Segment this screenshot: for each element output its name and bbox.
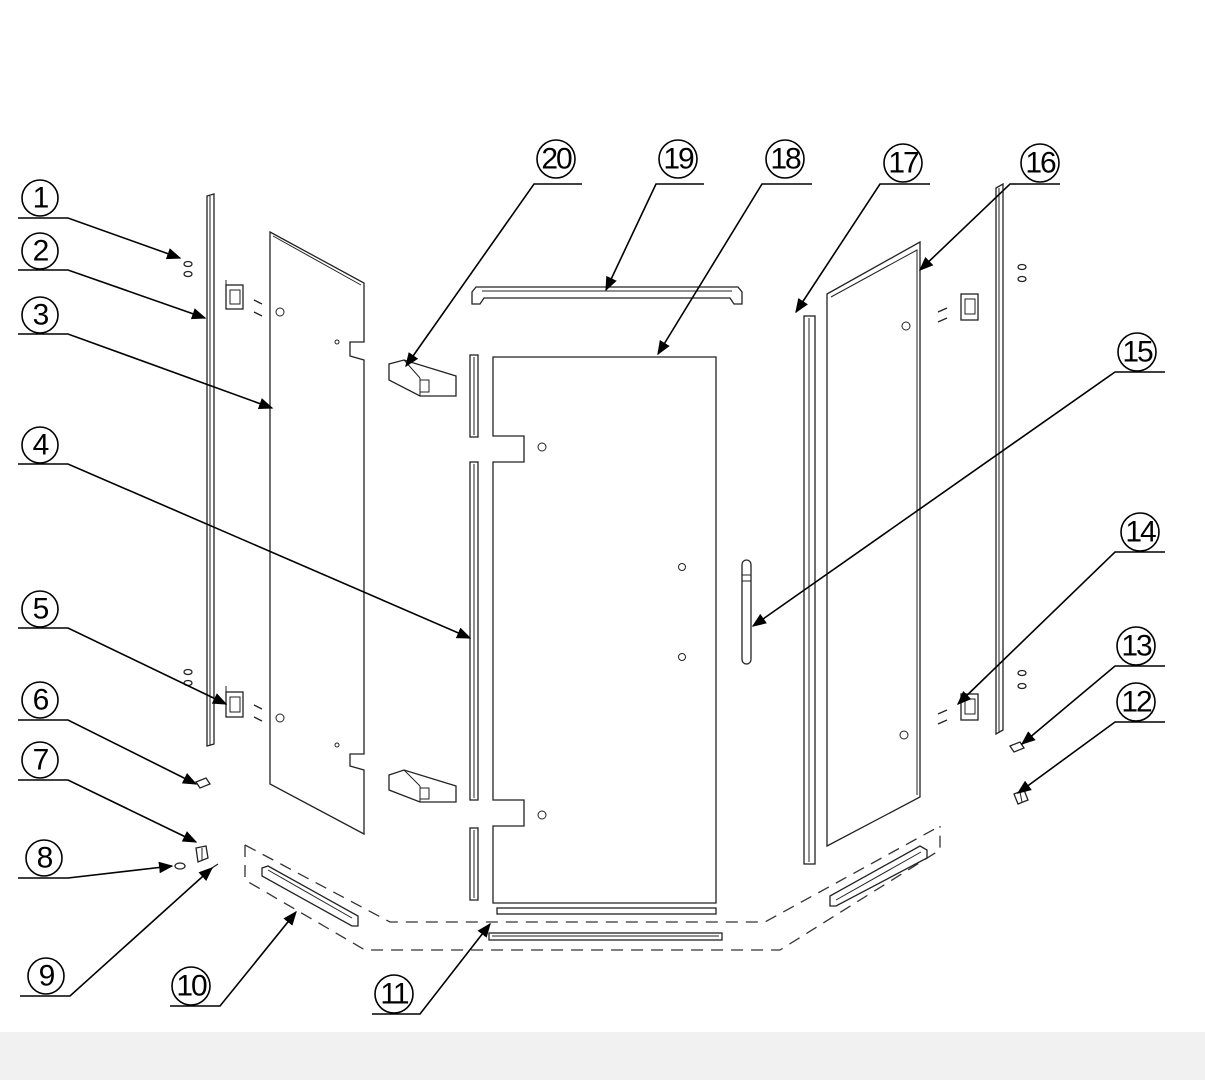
callout-17: 17 (883, 143, 923, 183)
callout-6: 6 (21, 681, 59, 719)
callout-6-number: 6 (33, 684, 49, 717)
left-bottom-pin (211, 863, 219, 869)
callout-15: 15 (1117, 332, 1157, 372)
left-fixed-glass-panel (269, 230, 365, 836)
door-handle (741, 559, 752, 665)
leader-lines (18, 183, 1165, 1015)
callout-12: 12 (1116, 682, 1156, 722)
right-bottom-clip (1009, 741, 1025, 753)
lower-glass-clamp (388, 769, 457, 803)
callout-13: 13 (1116, 626, 1156, 666)
magnetic-seal-strips (469, 354, 479, 901)
center-door-glass (492, 356, 717, 904)
callout-10: 10 (171, 966, 211, 1006)
left-wall-profile (206, 193, 215, 747)
callout-20-number: 20 (541, 143, 572, 176)
left-bottom-clip (195, 777, 211, 789)
base-tray-outline-outer (244, 826, 941, 951)
callout-9: 9 (27, 957, 65, 995)
left-upper-screws (183, 260, 193, 278)
callout-19-number: 19 (663, 143, 694, 176)
callout-2-number: 2 (33, 235, 49, 268)
callout-11-number: 11 (380, 978, 408, 1011)
right-fixed-glass-panel (826, 240, 921, 848)
callout-16: 16 (1020, 143, 1060, 183)
callout-14: 14 (1120, 512, 1160, 552)
callout-11: 11 (374, 974, 414, 1014)
base-tray-outline-inner (244, 825, 941, 923)
callout-9-number: 9 (39, 960, 55, 993)
right-bottom-bracket (1013, 789, 1029, 805)
callout-18-number: 18 (770, 143, 801, 176)
right-lower-hinge (937, 693, 979, 725)
callout-1: 1 (21, 179, 59, 217)
callout-20: 20 (536, 139, 576, 179)
callout-7-number: 7 (33, 744, 49, 777)
callout-8-number: 8 (37, 842, 53, 875)
right-bottom-channel (829, 845, 928, 907)
callout-14-number: 14 (1125, 516, 1156, 549)
callout-16-number: 16 (1025, 147, 1056, 180)
callout-2: 2 (21, 232, 59, 270)
callout-18: 18 (765, 139, 805, 179)
callout-3-number: 3 (33, 299, 49, 332)
right-lower-screws (1017, 669, 1027, 690)
right-wall-profile (995, 182, 1004, 736)
callout-4-number: 4 (33, 429, 49, 462)
callout-15-number: 15 (1122, 336, 1153, 369)
door-bottom-seals (488, 907, 723, 941)
left-lower-hinge (225, 686, 263, 722)
left-lower-screws (183, 668, 193, 687)
upper-glass-clamp (388, 359, 457, 397)
callout-5: 5 (21, 590, 59, 628)
left-bottom-screw (174, 862, 186, 870)
right-upper-screws (1017, 263, 1027, 283)
callout-7: 7 (21, 741, 59, 779)
callout-10-number: 10 (176, 970, 207, 1003)
callout-3: 3 (21, 296, 59, 334)
callout-5-number: 5 (33, 593, 49, 626)
footer-band (0, 1032, 1205, 1080)
callout-13-number: 13 (1121, 630, 1152, 663)
left-upper-hinge (225, 280, 263, 317)
callout-1-number: 1 (33, 182, 49, 215)
left-bottom-bracket (195, 845, 209, 863)
callout-17-number: 17 (888, 147, 919, 180)
right-upper-hinge (937, 293, 979, 323)
left-bottom-channel (261, 865, 359, 927)
callout-8: 8 (25, 839, 63, 877)
callout-4: 4 (21, 426, 59, 464)
callout-19: 19 (658, 139, 698, 179)
callout-12-number: 12 (1121, 686, 1152, 719)
